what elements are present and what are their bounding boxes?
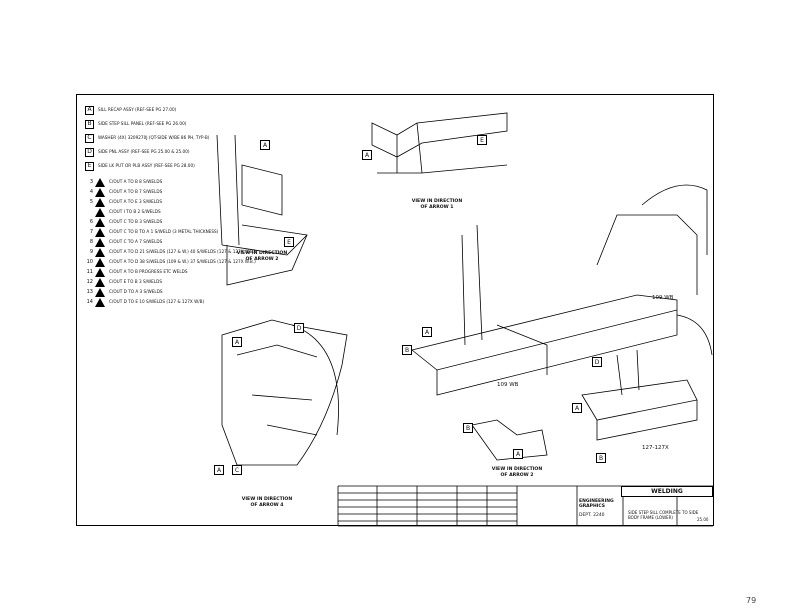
note-text: SILL RECAP ASSY (REF-SEE PG 27.00) bbox=[98, 107, 177, 112]
weld-triangle-icon bbox=[95, 217, 105, 227]
note-text: WASHER (4X) 3209270J (QT-SIDE W/BE 86 PH… bbox=[98, 135, 210, 140]
view-caption: VIEW IN DIRECTION OF ARROW 1 bbox=[411, 199, 463, 210]
sequence-number: 10 bbox=[86, 259, 93, 265]
drawing-sheet: A SILL RECAP ASSY (REF-SEE PG 27.00) B S… bbox=[76, 94, 714, 527]
callout-label: B bbox=[463, 423, 473, 433]
note-row: C WASHER (4X) 3209270J (QT-SIDE W/BE 86 … bbox=[85, 131, 285, 145]
sequence-text: C/OUT E TO B 3 S/WELDS bbox=[109, 279, 163, 284]
wheelbase-label: 127-127X bbox=[642, 445, 669, 451]
sequence-number: 13 bbox=[86, 289, 93, 295]
sequence-row: 6 C/OUT C TO B 3 S/WELDS bbox=[85, 217, 285, 227]
view-caption: VIEW IN DIRECTION OF ARROW 2 bbox=[236, 251, 288, 262]
weld-triangle-icon bbox=[95, 267, 105, 277]
weld-triangle-icon bbox=[95, 287, 105, 297]
dept-label: DEPT. 2240 bbox=[579, 513, 605, 518]
sequence-row: 8 C/OUT C TO A 7 S/WELDS bbox=[85, 237, 285, 247]
callout-label: B bbox=[596, 453, 606, 463]
callout-label: A bbox=[362, 150, 372, 160]
sequence-text: C/OUT D TO A 3 S/WELDS bbox=[109, 289, 163, 294]
view-caption: VIEW IN DIRECTION OF ARROW 4 bbox=[241, 497, 293, 508]
note-text: SIDE PNL ASSY (REF-SEE PG 25.00 & 25.00) bbox=[98, 149, 190, 154]
sequence-number: 4 bbox=[89, 189, 93, 195]
sequence-number: 7 bbox=[89, 229, 93, 235]
sequence-number: 5 bbox=[89, 199, 93, 205]
sequence-text: C/OUT D TO E 10 S/WELDS (127 & 127X W/B) bbox=[109, 299, 205, 304]
note-text: SIDE STEP SILL PANEL (REF-SEE PG 26.00) bbox=[98, 121, 187, 126]
page-number: 79 bbox=[746, 596, 757, 605]
sequence-row: 10 C/OUT A TO D 38 S/WELDS (109 & W.) 37 … bbox=[85, 257, 285, 267]
note-row: B SIDE STEP SILL PANEL (REF-SEE PG 26.00… bbox=[85, 117, 285, 131]
callout-label: A bbox=[513, 449, 523, 459]
sequence-number: 6 bbox=[89, 219, 93, 225]
sequence-row: 3 C/OUT A TO B 8 S/WELDS bbox=[85, 177, 285, 187]
sequence-number: 3 bbox=[89, 179, 93, 185]
engineering-graphics-label: ENGINEERING GRAPHICS bbox=[579, 499, 614, 509]
sequence-text: C/OUT C TO A 7 S/WELDS bbox=[109, 239, 163, 244]
sequence-number: 14 bbox=[86, 299, 93, 305]
sequence-number: 12 bbox=[86, 279, 93, 285]
callout-label: E bbox=[284, 237, 294, 247]
callout-label: A bbox=[572, 403, 582, 413]
sequence-number: 11 bbox=[86, 269, 93, 275]
sequence-text: C/OUT C TO B TO A 1 S/WELD (3 METAL THIC… bbox=[109, 229, 219, 234]
sequence-row: 4 C/OUT A TO B 7 S/WELDS bbox=[85, 187, 285, 197]
sequence-text: C/OUT A TO B 8 S/WELDS bbox=[109, 179, 163, 184]
callout-label: A bbox=[422, 327, 432, 337]
weld-triangle-icon bbox=[95, 297, 105, 307]
note-row: D SIDE PNL ASSY (REF-SEE PG 25.00 & 25.0… bbox=[85, 145, 285, 159]
callout-label: E bbox=[477, 135, 487, 145]
sequence-text: C/OUT A TO D 21 S/WELDS (127 & W.) 40 S/… bbox=[109, 249, 256, 254]
sequence-text: C/OUT A TO D 38 S/WELDS (109 & W.) 37 S/… bbox=[109, 259, 256, 264]
weld-triangle-icon bbox=[95, 277, 105, 287]
weld-triangle-icon bbox=[95, 247, 105, 257]
welding-header: WELDING bbox=[621, 486, 713, 497]
drawing-title: SIDE STEP SILL COMPLETE TO SIDE BODY FRA… bbox=[628, 510, 699, 520]
weld-triangle-icon bbox=[95, 177, 105, 187]
sequence-row: 7 C/OUT C TO B TO A 1 S/WELD (3 METAL THI… bbox=[85, 227, 285, 237]
weld-triangle-icon bbox=[95, 197, 105, 207]
note-key: D bbox=[85, 147, 94, 157]
callout-label: C bbox=[232, 465, 242, 475]
wheelbase-label: 109 WB bbox=[652, 295, 674, 301]
drawing-number: 25.00 bbox=[697, 517, 709, 522]
note-row: E SIDE LK PUT OR PLB ASSY (REF-SEE PG 28… bbox=[85, 159, 285, 173]
callout-label: D bbox=[294, 323, 304, 333]
sequence-row: 11 C/OUT A TO B PROGRESS ETC WELDS bbox=[85, 267, 285, 277]
sequence-row: 9 C/OUT A TO D 21 S/WELDS (127 & W.) 40 S… bbox=[85, 247, 285, 257]
callout-label: D bbox=[592, 357, 602, 367]
sequence-text: C/OUT I TO B 2 S/WELDS bbox=[109, 209, 161, 214]
sequence-row: 13 C/OUT D TO A 3 S/WELDS bbox=[85, 287, 285, 297]
wheelbase-label: 109 WB bbox=[497, 382, 519, 388]
weld-triangle-icon bbox=[95, 257, 105, 267]
weld-triangle-icon bbox=[95, 207, 105, 217]
note-key: A bbox=[85, 105, 94, 115]
callout-label: A bbox=[232, 337, 242, 347]
callout-label: A bbox=[214, 465, 224, 475]
sequence-row: 12 C/OUT E TO B 3 S/WELDS bbox=[85, 277, 285, 287]
sequence-row: 5 C/OUT A TO E 3 S/WELDS bbox=[85, 197, 285, 207]
note-key: C bbox=[85, 133, 94, 143]
sequence-text: C/OUT A TO E 3 S/WELDS bbox=[109, 199, 163, 204]
sequence-number: 8 bbox=[89, 239, 93, 245]
sequence-text: C/OUT C TO B 3 S/WELDS bbox=[109, 219, 163, 224]
view-caption: VIEW IN DIRECTION OF ARROW 2 bbox=[491, 467, 543, 478]
note-key: B bbox=[85, 119, 94, 129]
sequence-text: C/OUT A TO B 7 S/WELDS bbox=[109, 189, 163, 194]
note-text: SIDE LK PUT OR PLB ASSY (REF-SEE PG 28.0… bbox=[98, 163, 195, 168]
sequence-row: C/OUT I TO B 2 S/WELDS bbox=[85, 207, 285, 217]
sequence-text: C/OUT A TO B PROGRESS ETC WELDS bbox=[109, 269, 188, 274]
weld-triangle-icon bbox=[95, 187, 105, 197]
sequence-row: 14 C/OUT D TO E 10 S/WELDS (127 & 127X W/… bbox=[85, 297, 285, 307]
note-key: E bbox=[85, 161, 94, 171]
callout-label: B bbox=[402, 345, 412, 355]
weld-triangle-icon bbox=[95, 227, 105, 237]
note-row: A SILL RECAP ASSY (REF-SEE PG 27.00) bbox=[85, 103, 285, 117]
notes-list: A SILL RECAP ASSY (REF-SEE PG 27.00) B S… bbox=[85, 103, 285, 307]
weld-triangle-icon bbox=[95, 237, 105, 247]
technical-drawing bbox=[216, 112, 713, 527]
sequence-number: 9 bbox=[89, 249, 93, 255]
callout-label: A bbox=[260, 140, 270, 150]
